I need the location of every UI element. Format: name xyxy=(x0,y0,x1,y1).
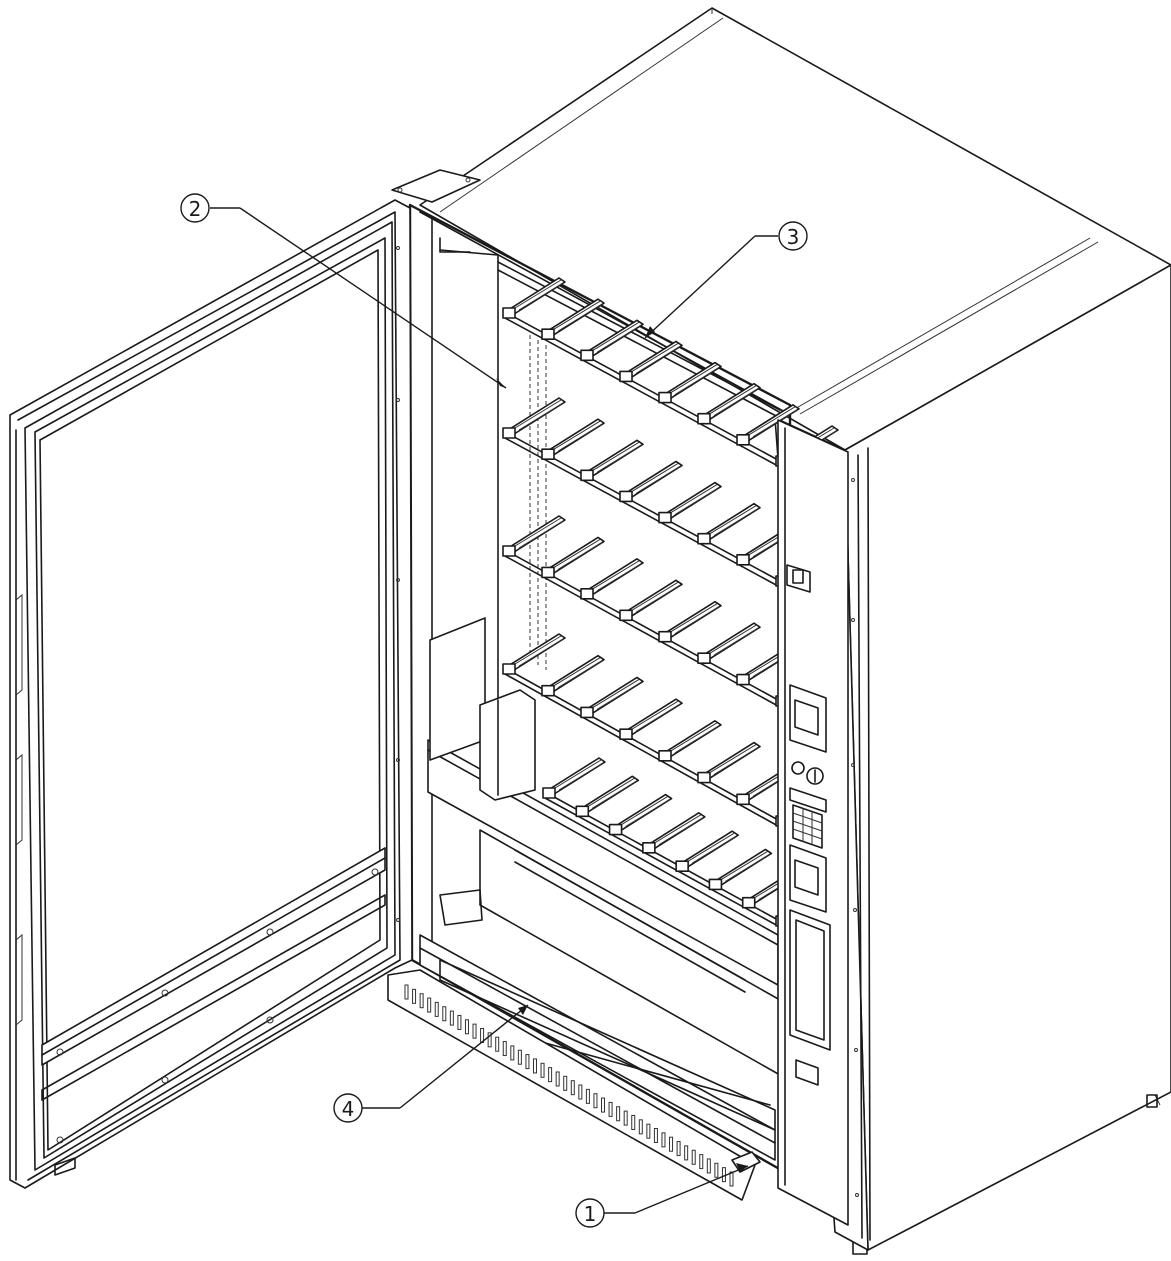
spiral-tray xyxy=(697,622,761,664)
spiral-tray xyxy=(697,741,761,784)
coin-cup xyxy=(795,1059,819,1086)
top-hinge xyxy=(391,169,481,203)
open-door xyxy=(9,199,413,1189)
grille-slot xyxy=(412,988,417,1004)
tray-shelf xyxy=(502,633,839,827)
display-window xyxy=(789,787,827,813)
grille-slot xyxy=(563,1075,568,1091)
grille-slot xyxy=(684,1145,689,1161)
callout-3: 3 xyxy=(644,221,808,339)
grille-slot xyxy=(517,1049,522,1065)
grille-slot xyxy=(669,1136,674,1152)
callout-4: 4 xyxy=(333,1004,529,1123)
grille-slot xyxy=(714,1162,719,1178)
grille-slot xyxy=(449,1010,454,1026)
grille-slot xyxy=(631,1114,636,1130)
grille-slot xyxy=(419,993,424,1009)
grille-slot xyxy=(457,1014,462,1030)
grille-slot xyxy=(570,1080,575,1096)
spiral-tray xyxy=(642,812,706,854)
spiral-tray xyxy=(658,481,722,524)
kickplate-grille xyxy=(404,984,734,1187)
coin-return-window xyxy=(789,909,831,1051)
spiral-tray xyxy=(502,277,566,319)
spiral-tray xyxy=(658,361,722,404)
spiral-tray xyxy=(502,515,566,557)
spiral-tray xyxy=(580,439,644,482)
grille-slot xyxy=(601,1097,606,1113)
grille-slot xyxy=(502,1041,507,1057)
grille-slot xyxy=(495,1036,500,1052)
grille-slot xyxy=(548,1067,553,1083)
spiral-tray xyxy=(541,298,605,340)
grille-slot xyxy=(616,1106,621,1122)
grille-slot xyxy=(510,1045,515,1061)
spiral-tray xyxy=(580,319,644,362)
grille-slot xyxy=(661,1132,666,1148)
callout-2-label: 2 xyxy=(189,197,202,221)
spiral-tray xyxy=(580,558,644,600)
grille-slot xyxy=(676,1141,681,1157)
spiral-tray xyxy=(619,340,683,383)
spiral-tray xyxy=(658,720,722,762)
grille-slot xyxy=(653,1128,658,1144)
grille-slot xyxy=(638,1119,643,1135)
callout-1: 1 xyxy=(575,1163,749,1228)
spiral-tray xyxy=(575,775,640,818)
grille-slot xyxy=(593,1093,598,1109)
grille-slot xyxy=(699,1154,704,1170)
grille-slot xyxy=(487,1032,492,1048)
grille-slot xyxy=(532,1058,537,1074)
keypad xyxy=(792,804,823,849)
delivery-area xyxy=(387,617,781,1201)
spiral-tray xyxy=(619,460,683,503)
grille-slot xyxy=(623,1110,628,1126)
grille-slot xyxy=(464,1019,469,1035)
callout-4-label: 4 xyxy=(342,1097,355,1121)
callout-1-label: 1 xyxy=(584,1202,597,1226)
grille-slot xyxy=(525,1054,530,1070)
callout-2: 2 xyxy=(180,193,507,389)
tray-shelf xyxy=(502,277,839,467)
spiral-tray xyxy=(580,676,644,719)
grille-slot xyxy=(472,1023,477,1039)
spiral-tray xyxy=(608,793,673,836)
grille-slot xyxy=(646,1123,651,1139)
spiral-tray xyxy=(697,502,761,545)
spiral-tray xyxy=(675,830,739,872)
grille-slot xyxy=(427,997,432,1013)
spiral-tray xyxy=(658,600,722,643)
spiral-tray xyxy=(736,404,800,446)
spiral-tray xyxy=(697,382,761,425)
spiral-tray xyxy=(502,397,566,439)
grille-slot xyxy=(442,1006,447,1022)
grille-slot xyxy=(578,1084,583,1100)
callout-3-label: 3 xyxy=(787,225,800,249)
grille-slot xyxy=(706,1158,711,1174)
grille-slot xyxy=(540,1062,545,1078)
spiral-tray xyxy=(619,579,683,622)
spiral-tray xyxy=(619,698,683,740)
spiral-tray xyxy=(541,418,605,460)
control-panel xyxy=(777,419,859,1226)
grille-slot xyxy=(585,1088,590,1104)
spiral-tray xyxy=(502,633,566,675)
grille-slot xyxy=(434,1001,439,1017)
spiral-tray xyxy=(541,654,605,697)
grille-slot xyxy=(729,1171,734,1187)
grille-slot xyxy=(555,1071,560,1087)
spiral-tray xyxy=(541,536,605,579)
grille-slot xyxy=(404,984,409,1000)
grille-slot xyxy=(691,1149,696,1165)
spiral-tray xyxy=(542,757,606,799)
spiral-tray xyxy=(708,848,773,891)
grille-slot xyxy=(608,1101,613,1117)
